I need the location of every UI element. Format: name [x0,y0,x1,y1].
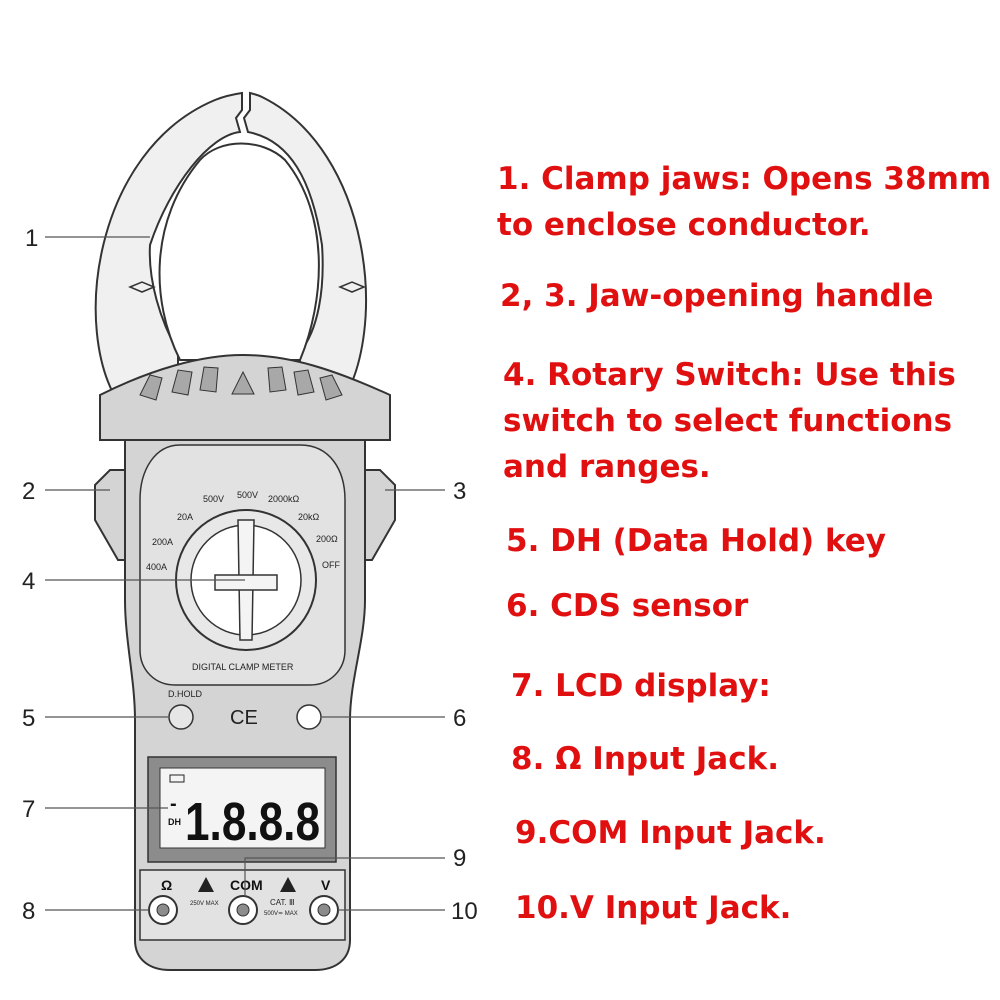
guard-triangle-icon [231,370,255,395]
dial-label-20a: 20A [177,512,193,522]
callout-v-jack: 10.V Input Jack. [515,885,791,931]
callout-numbers: 1 2 3 4 5 6 7 8 9 10 [22,225,478,925]
callout-jaw-handle: 2, 3. Jaw-opening handle [500,273,933,319]
guard-rib [139,374,163,401]
rotary-switch[interactable] [175,509,317,651]
dial-label-20k: 20kΩ [298,512,320,522]
cds-sensor [296,704,322,730]
dial-label-200a: 200A [152,537,173,547]
callout-number-8: 8 [22,898,35,925]
callout-line: 10.V Input Jack. [515,890,792,926]
finger-guard [99,353,391,441]
lcd-minus: - [170,793,177,815]
v-rating: 500V≂ MAX [264,911,298,917]
dial-label-200ohm: 200Ω [316,534,338,544]
callout-ohm-jack: 8. Ω Input Jack. [511,736,779,782]
lcd-dh: DH [168,817,181,827]
warning-icon [198,877,214,892]
dial-label-400a: 400A [146,562,167,572]
leader-9 [244,857,445,896]
callout-number-4: 4 [22,568,35,595]
callout-data-hold: 5. DH (Data Hold) key [506,518,886,564]
callout-line: 1. Clamp jaws: Opens 38mm [497,161,992,197]
callout-line: 5. DH (Data Hold) key [506,523,886,559]
callout-number-10: 10 [451,898,478,925]
callout-lcd: 7. LCD display: [511,663,771,709]
dial-label-2000k: 2000kΩ [268,494,300,504]
rotary-grip [214,574,278,591]
jaw-outline-right [242,91,368,406]
jaw-mark-right [338,281,366,293]
callout-number-3: 3 [453,478,466,505]
guard-rib [319,374,343,401]
jaw-outline [94,91,243,406]
callout-line: and ranges. [503,449,711,485]
lcd-display: - DH 1.8.8.8 [147,756,337,863]
guard-rib [293,369,315,396]
hold-label: D.HOLD [168,689,203,699]
brand-label: DIGITAL CLAMP METER [192,662,294,672]
jack-label-com: COM [230,877,263,893]
callout-number-2: 2 [22,478,35,505]
callout-line: 6. CDS sensor [506,588,749,624]
dial-label-500v-dc: 500V [237,490,258,500]
callout-line: 8. Ω Input Jack. [511,741,779,777]
warning-icon [280,877,296,892]
callout-clamp-jaws: 1. Clamp jaws: Opens 38mm to enclose con… [497,156,991,248]
callout-number-1: 1 [25,225,38,252]
lcd-screen [159,767,326,849]
ohm-rating: 250V MAX [190,901,219,907]
callout-line: to enclose conductor. [497,207,871,243]
leader-lines [45,236,445,911]
callout-number-6: 6 [453,705,466,732]
guard-rib [199,366,219,393]
callout-line: 2, 3. Jaw-opening handle [500,278,934,314]
dial-label-500v-ac: 500V [203,494,224,504]
callout-line: 7. LCD display: [511,668,771,704]
callout-com-jack: 9.COM Input Jack. [515,810,826,856]
dial-labels: 400A 200A 20A 500V 500V 2000kΩ 20kΩ 200Ω… [146,490,340,572]
jack-label-ohm: Ω [161,877,172,893]
callout-line: switch to select functions [503,403,953,439]
dial-label-off: OFF [322,560,340,570]
lcd-digits: 1.8.8.8 [185,792,320,852]
jack-label-v: V [321,877,331,893]
callout-number-5: 5 [22,705,35,732]
jack-com-inner [236,903,250,917]
guard-rib [171,369,193,396]
callout-line: 9.COM Input Jack. [515,815,826,851]
battery-icon [169,774,185,783]
callout-number-7: 7 [22,796,35,823]
callout-line: 4. Rotary Switch: Use this [503,357,956,393]
jaw-mark-left [128,281,156,293]
callout-cds-sensor: 6. CDS sensor [506,583,748,629]
clamp-jaws [94,91,368,406]
callout-rotary-switch: 4. Rotary Switch: Use this switch to sel… [503,352,956,490]
data-hold-button[interactable] [168,704,194,730]
cat-rating: CAT. Ⅲ [270,898,294,907]
jaw-inner [158,142,320,361]
guard-rib [267,366,287,393]
ce-mark: CE [230,707,258,729]
jack-v-inner [317,903,331,917]
callout-number-9: 9 [453,845,466,872]
jack-ohm-inner [156,903,170,917]
